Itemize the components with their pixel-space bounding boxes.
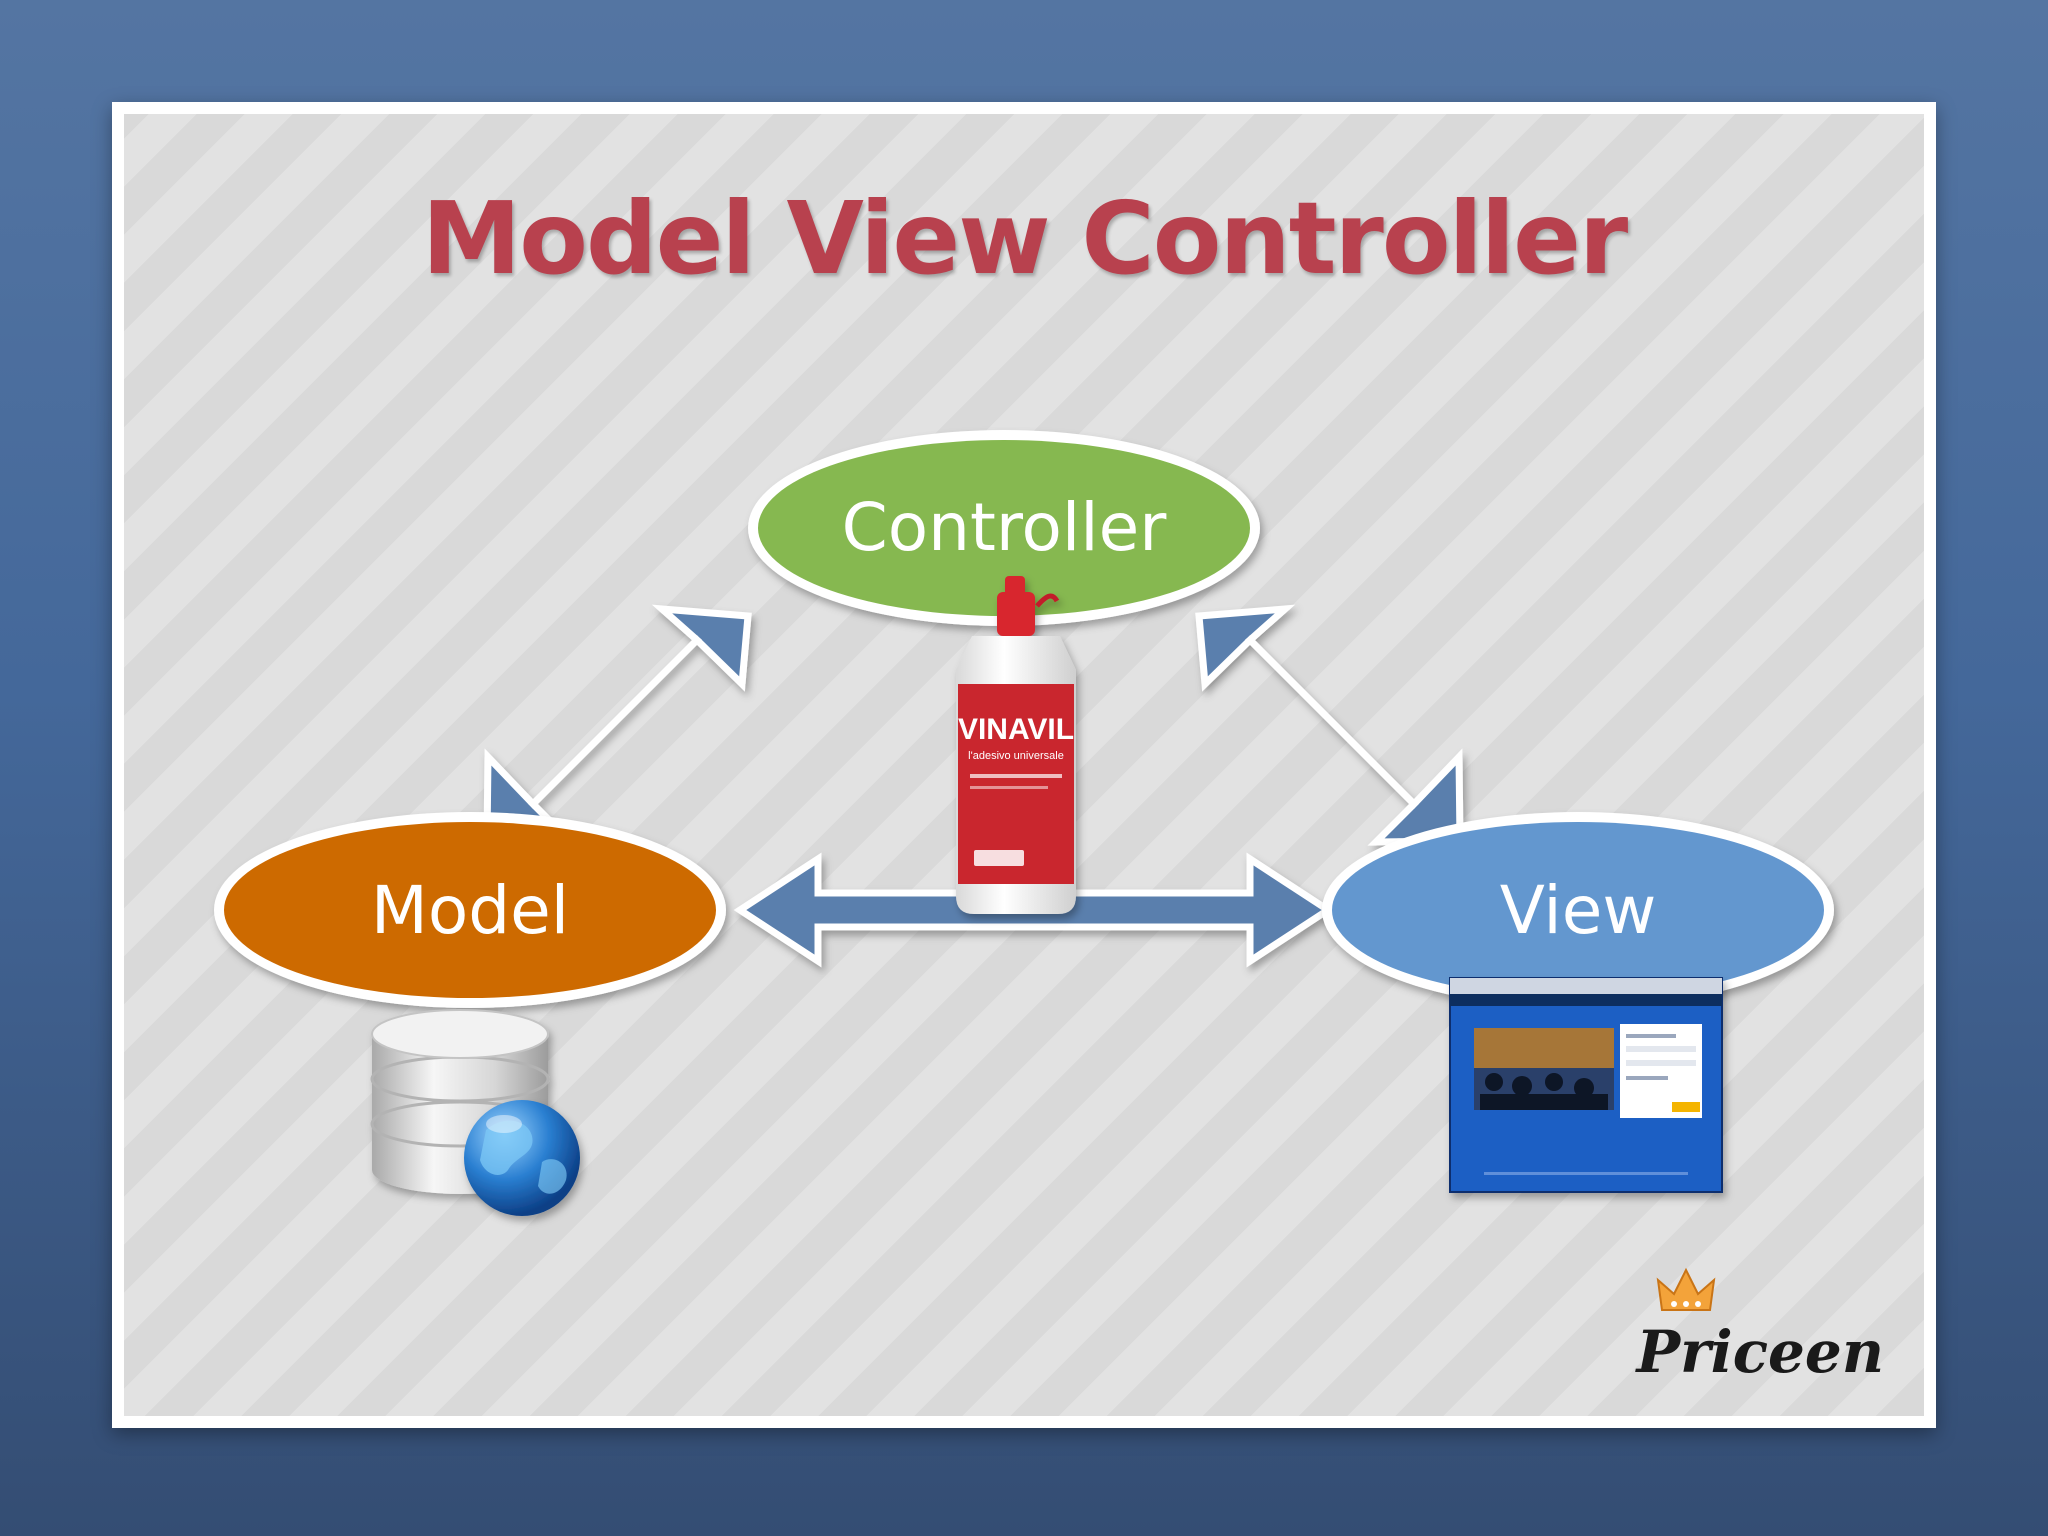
view-node: View [1322,812,1834,1008]
glue-bottle-icon: VINAVIL l'adesivo universale [956,576,1076,914]
view-label: View [1500,872,1657,949]
glue-bottle-brand: VINAVIL [958,713,1074,746]
slide-content: Model View Controller [124,114,1924,1416]
model-label: Model [371,872,569,949]
controller-node: Controller [748,430,1260,626]
slide-title: Model View Controller [421,180,1628,297]
arrow-controller-model [483,604,752,846]
model-node: Model [214,812,726,1008]
webpage-screenshot-icon [1449,977,1723,1193]
priceen-logo: Priceen [1637,1266,1884,1386]
arrow-controller-view [1195,604,1464,846]
mvc-diagram: Controller VINAVIL l'adesivo universale … [214,430,1834,1216]
logo-text: Priceen [1636,1318,1885,1386]
controller-label: Controller [842,489,1168,566]
slide: Model View Controller [112,102,1936,1428]
crown-icon [1656,1267,1716,1311]
glue-bottle-tagline: l'adesivo universale [968,750,1064,762]
globe-icon [464,1100,580,1216]
